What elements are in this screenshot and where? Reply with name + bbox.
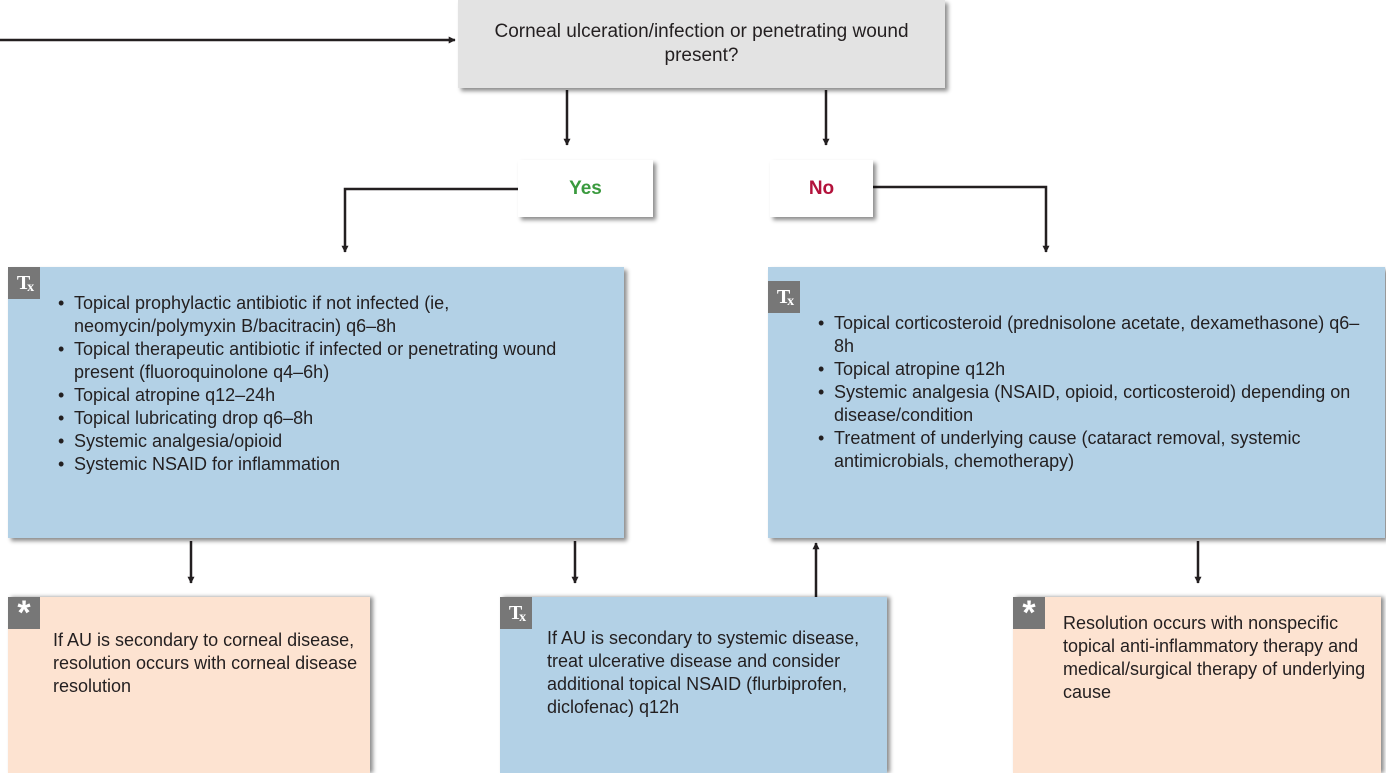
treatment-no-list: Topical corticosteroid (prednisolone ace… [818, 312, 1373, 473]
note-box-corneal: * If AU is secondary to corneal disease,… [8, 596, 370, 773]
list-item: Systemic analgesia/opioid [58, 430, 613, 453]
decision-question-text: Corneal ulceration/infection or penetrat… [494, 21, 909, 66]
decision-question: Corneal ulceration/infection or penetrat… [458, 0, 945, 88]
list-item: Topical corticosteroid (prednisolone ace… [818, 312, 1373, 358]
asterisk-icon: * [8, 596, 40, 630]
yes-branch-label: Yes [518, 160, 653, 217]
note-corneal-text: If AU is secondary to corneal disease, r… [53, 630, 358, 696]
list-item: Topical lubricating drop q6–8h [58, 407, 613, 430]
no-to-treatment-arrow [873, 185, 1050, 253]
list-item: Topical therapeutic antibiotic if infect… [58, 338, 613, 384]
treatment-yes-list: Topical prophylactic antibiotic if not i… [58, 292, 613, 476]
list-item: Topical atropine q12h [818, 358, 1373, 381]
asterisk-icon: * [1013, 596, 1045, 630]
treatment-systemic-text: If AU is secondary to systemic disease, … [547, 628, 860, 717]
note-box-resolution: * Resolution occurs with nonspecific top… [1013, 596, 1381, 773]
list-item: Topical atropine q12–24h [58, 384, 613, 407]
yes-to-treatment-arrow [341, 187, 518, 253]
no-branch-label: No [770, 160, 873, 217]
list-item: Systemic NSAID for inflammation [58, 453, 613, 476]
list-item: Systemic analgesia (NSAID, opioid, corti… [818, 381, 1373, 427]
note-resolution-text: Resolution occurs with nonspecific topic… [1063, 613, 1366, 702]
treatment-box-no: Tx Topical corticosteroid (prednisolone … [768, 267, 1385, 538]
list-item: Topical prophylactic antibiotic if not i… [58, 292, 613, 338]
treatment-box-yes: Tx Topical prophylactic antibiotic if no… [8, 267, 624, 538]
list-item: Treatment of underlying cause (cataract … [818, 427, 1373, 473]
